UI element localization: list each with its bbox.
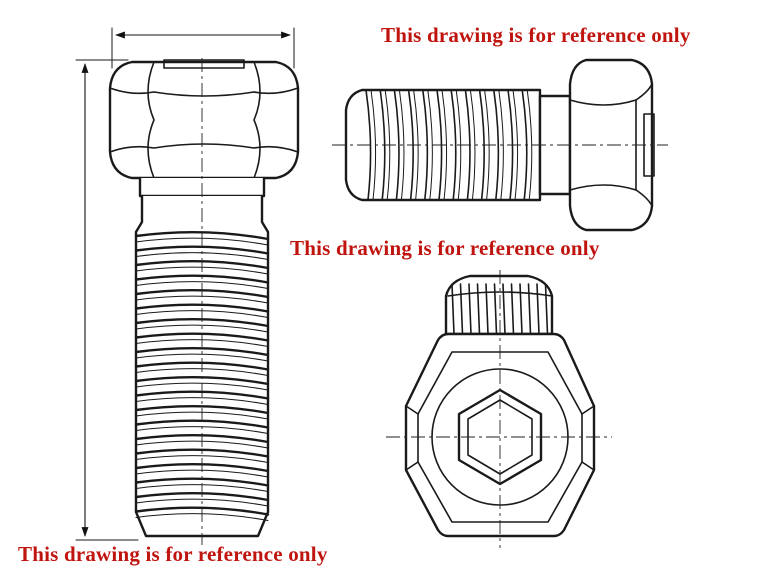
bolt-shank: [444, 274, 554, 336]
hex-flat-edge: [569, 99, 637, 191]
thread-root: [135, 455, 269, 463]
hex-chamfer: [109, 87, 299, 95]
hex-flat-edge: [147, 61, 155, 179]
thread-crest: [134, 274, 270, 284]
thread-root: [135, 281, 269, 289]
thread-crest: [468, 283, 472, 335]
thread-root: [135, 324, 269, 333]
hex-chamfer: [581, 405, 595, 415]
socket-recess: [163, 59, 245, 69]
thread-helix-icon: [447, 283, 553, 335]
thread-crest: [527, 283, 532, 335]
thread-crest: [134, 346, 270, 357]
side-view: [75, 27, 300, 545]
hex-chamfer: [581, 461, 595, 471]
thread-crest: [451, 283, 455, 335]
hex-chamfer: [153, 91, 255, 97]
thread-crest: [493, 89, 500, 201]
hex-chamfer: [109, 143, 299, 153]
thread-root: [398, 89, 405, 201]
thread-crest: [134, 404, 270, 415]
hex-chamfer: [405, 405, 419, 415]
horizontal-view: [332, 58, 668, 232]
thread-crest: [450, 89, 457, 201]
thread-crest: [134, 506, 270, 516]
thread-helix-icon: [365, 89, 533, 201]
thread-root: [441, 89, 448, 201]
hex-flat-edge: [253, 61, 261, 179]
thread-root: [135, 498, 269, 507]
thread-crest: [393, 89, 400, 201]
reference-watermark: This drawing is for reference only: [290, 236, 600, 260]
thread-root: [469, 89, 476, 201]
hex-chamfer: [635, 83, 653, 207]
thread-crest: [134, 448, 270, 458]
thread-crest: [459, 283, 464, 335]
hex-chamfer: [417, 351, 583, 523]
thread-crest: [134, 230, 270, 241]
thread-root: [526, 89, 533, 201]
reference-watermark: This drawing is for reference only: [18, 542, 328, 566]
thread-helix-icon: [134, 230, 270, 521]
hex-chamfer: [405, 461, 419, 471]
thread-root: [135, 397, 269, 405]
end-view: [386, 270, 612, 548]
thread-crest: [544, 283, 549, 335]
reference-watermark: This drawing is for reference only: [381, 23, 691, 47]
bolt-head: [108, 60, 300, 180]
thread-root: [135, 353, 269, 362]
thread-crest: [134, 303, 270, 313]
thread-root: [498, 89, 504, 201]
thread-edge: [447, 291, 553, 297]
thread-crest: [536, 283, 540, 335]
